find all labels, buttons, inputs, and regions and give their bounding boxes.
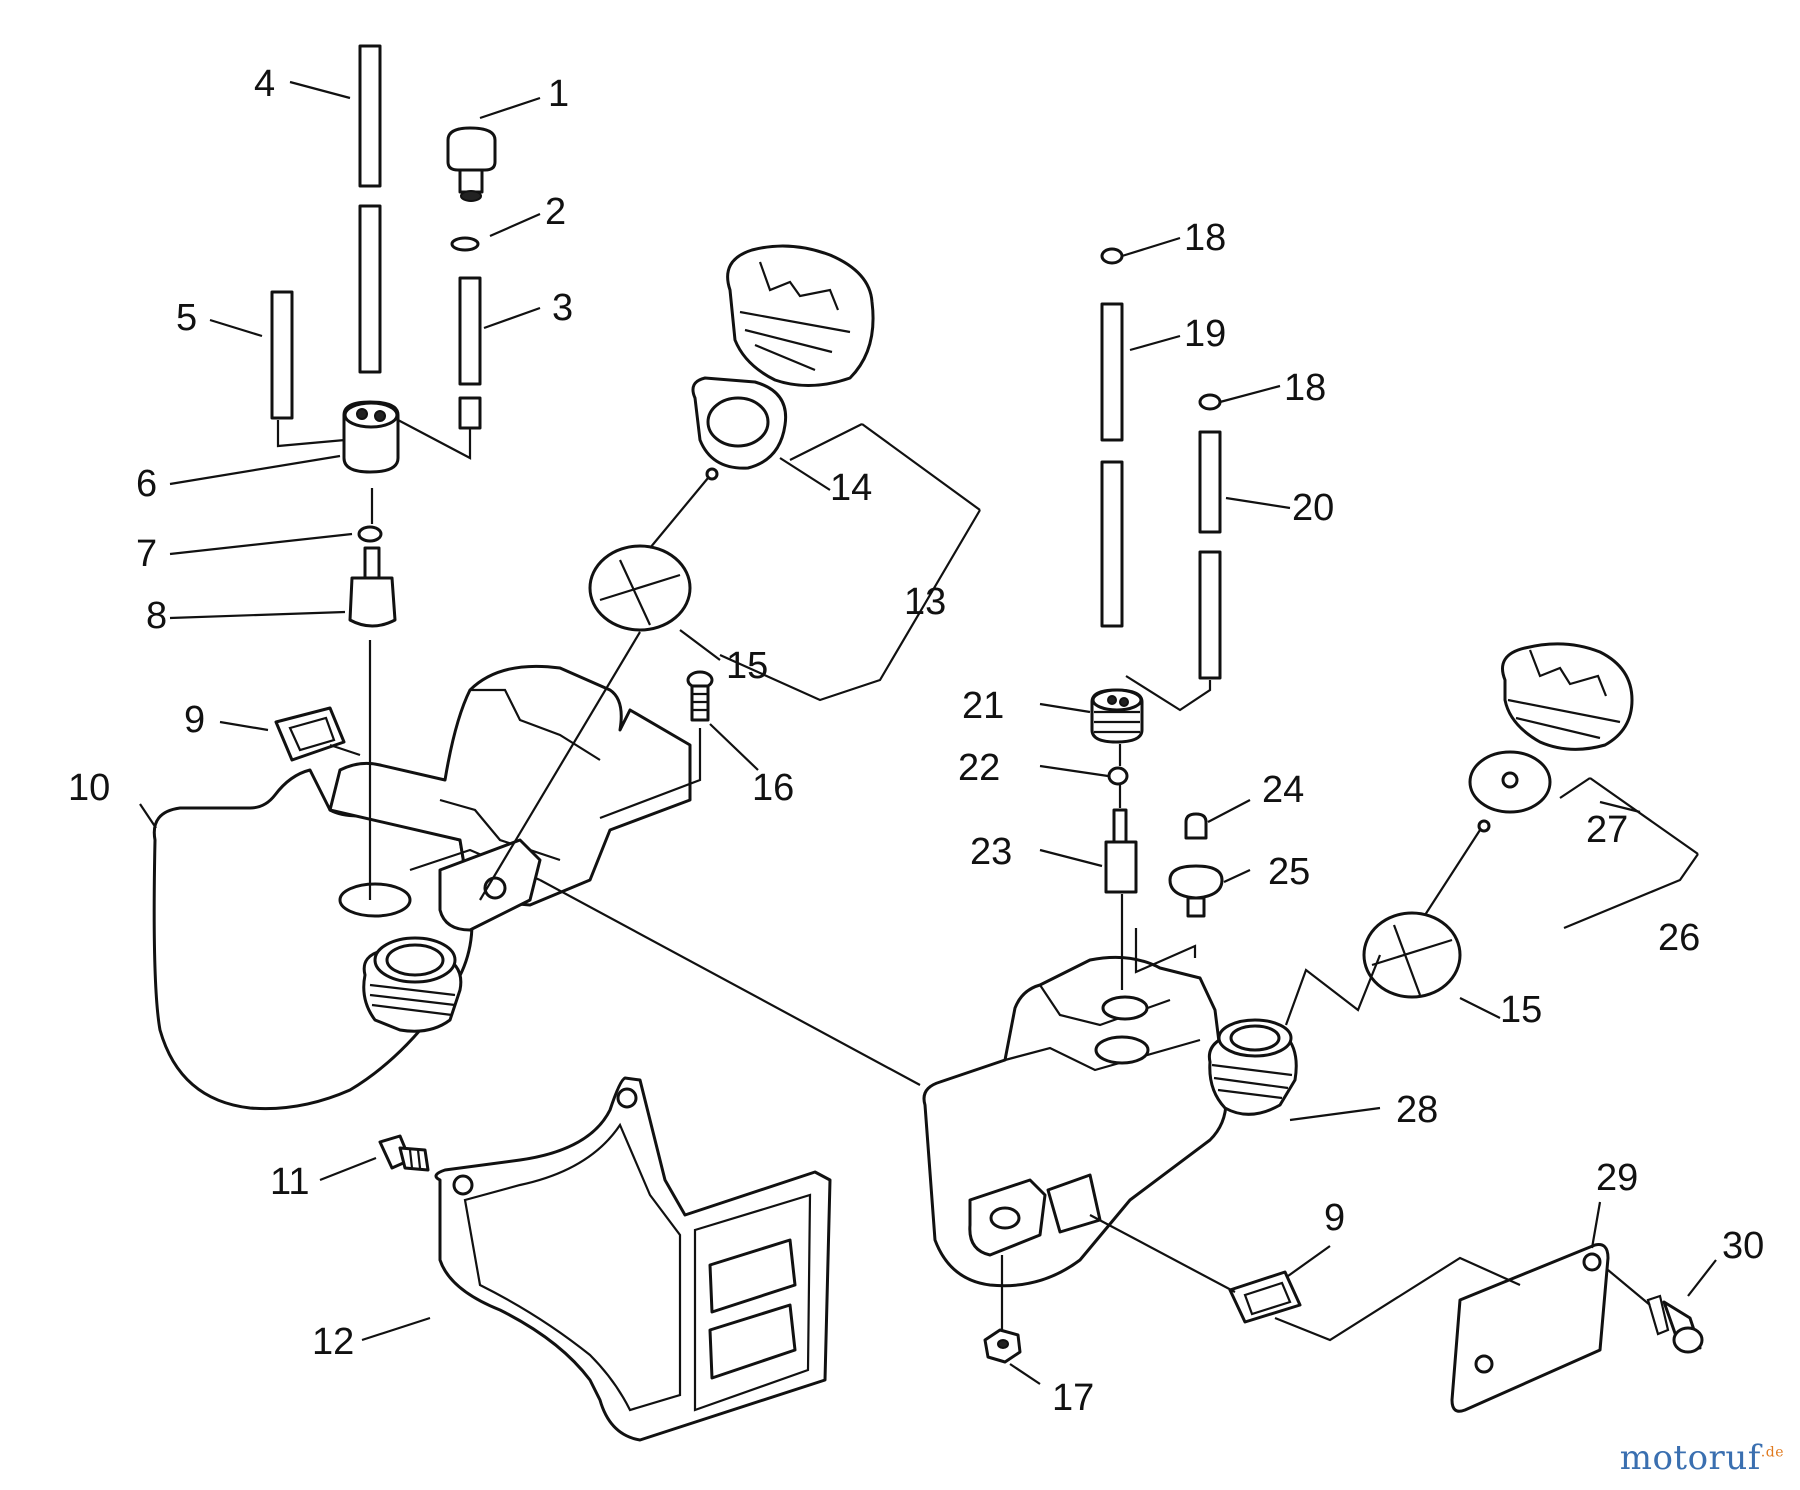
callout-27: 27 xyxy=(1586,809,1628,851)
part-15-tether-right xyxy=(1362,819,1491,999)
callout-19: 19 xyxy=(1184,313,1226,355)
watermark-main-text: motoruf xyxy=(1619,1438,1761,1478)
callout-3: 3 xyxy=(552,287,573,329)
callout-28: 28 xyxy=(1396,1089,1438,1131)
callout-15-right: 15 xyxy=(1500,989,1542,1031)
part-9-grommet-right xyxy=(1228,1270,1302,1324)
part-13-cap xyxy=(726,244,875,388)
callout-5: 5 xyxy=(176,297,197,339)
part-6-grommet xyxy=(342,400,400,474)
part-9-grommet-left xyxy=(274,706,346,762)
part-14-retainer xyxy=(691,376,788,470)
callout-30: 30 xyxy=(1722,1225,1764,1267)
callout-2: 2 xyxy=(545,191,566,233)
leader-lines xyxy=(139,80,1717,1385)
part-29-plate xyxy=(1450,1243,1610,1413)
part-11-screw xyxy=(378,1134,430,1172)
callout-8: 8 xyxy=(146,595,167,637)
part-24-cap xyxy=(1184,812,1208,840)
part-27-gasket xyxy=(1468,750,1552,814)
part-21-grommet xyxy=(1090,688,1144,744)
callout-9-left: 9 xyxy=(184,699,205,741)
part-5-tube xyxy=(270,290,294,420)
part-4-long-tube xyxy=(358,44,382,374)
callout-18-top: 18 xyxy=(1184,217,1226,259)
callout-26: 26 xyxy=(1658,917,1700,959)
part-12-bracket xyxy=(434,1076,832,1442)
callout-7: 7 xyxy=(136,533,157,575)
part-19-tube xyxy=(1100,302,1124,628)
callout-4: 4 xyxy=(254,63,275,105)
part-7-clip xyxy=(357,525,383,543)
part-18-cap-a xyxy=(1100,247,1124,265)
callout-25: 25 xyxy=(1268,851,1310,893)
callout-23: 23 xyxy=(970,831,1012,873)
callout-21: 21 xyxy=(962,685,1004,727)
part-16-bolt xyxy=(686,670,714,722)
callout-29: 29 xyxy=(1596,1157,1638,1199)
callout-14: 14 xyxy=(830,467,872,509)
part-18-cap-b xyxy=(1198,393,1222,411)
part-2-o-ring xyxy=(450,236,480,252)
callout-11: 11 xyxy=(270,1161,309,1203)
part-26-cap xyxy=(1501,642,1634,751)
part-15-tether-left xyxy=(588,467,719,632)
callout-17: 17 xyxy=(1052,1377,1094,1419)
part-1-plug xyxy=(446,126,497,202)
part-30-screw xyxy=(1646,1294,1704,1354)
callout-24: 24 xyxy=(1262,769,1304,811)
part-3-tube xyxy=(458,276,482,430)
callout-13: 13 xyxy=(904,581,946,623)
callout-18-mid: 18 xyxy=(1284,367,1326,409)
fuel-tank-right xyxy=(922,955,1298,1288)
callout-22: 22 xyxy=(958,747,1000,789)
part-23-filter xyxy=(1104,808,1138,894)
callout-20: 20 xyxy=(1292,487,1334,529)
part-20-tube xyxy=(1198,430,1222,680)
part-25-valve xyxy=(1168,864,1224,918)
fuel-tank-left xyxy=(152,664,692,1111)
callout-9-right: 9 xyxy=(1324,1197,1345,1239)
callout-1: 1 xyxy=(548,73,569,115)
part-8-fuel-filter xyxy=(348,546,397,628)
callout-6: 6 xyxy=(136,463,157,505)
callout-10: 10 xyxy=(68,767,110,809)
callout-16: 16 xyxy=(752,767,794,809)
watermark-logo: motoruf.de xyxy=(1620,1438,1784,1478)
watermark-suffix-text: .de xyxy=(1760,1444,1784,1461)
part-17-nut xyxy=(983,1328,1022,1364)
callout-12: 12 xyxy=(312,1321,354,1363)
part-22-ring xyxy=(1107,766,1129,786)
callout-labels: 1 2 3 4 5 6 7 8 9 10 11 12 13 14 15 16 1… xyxy=(68,63,1764,1419)
callout-15-left: 15 xyxy=(726,645,768,687)
